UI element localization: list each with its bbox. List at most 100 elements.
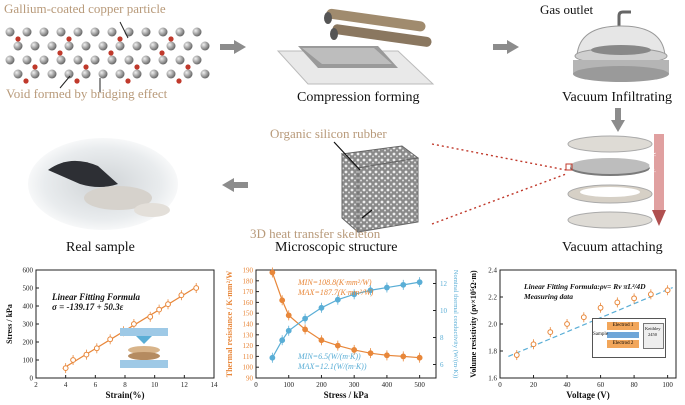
chartB-min-tc: MIN=6.5(W/(m·K)) <box>298 352 361 361</box>
process-arrow-4 <box>222 178 248 192</box>
lattice-particle <box>81 69 91 79</box>
gallium-bridge <box>15 36 21 42</box>
meter-label2: 2450 <box>648 332 657 337</box>
x-tick-label: 20 <box>530 381 538 389</box>
data-point <box>580 314 587 321</box>
data-point <box>302 326 308 333</box>
data-point <box>93 345 100 352</box>
x-tick-label: 6 <box>94 381 98 389</box>
lattice-particle <box>192 27 202 37</box>
x-tick-label: 8 <box>123 381 127 389</box>
y2-tick-label: 12 <box>440 280 448 288</box>
data-point <box>131 321 137 327</box>
y-tick-label: 130 <box>243 331 254 339</box>
x-tick-label: 40 <box>564 381 572 389</box>
y-tick-label: 300 <box>23 321 34 329</box>
data-point <box>416 279 423 286</box>
lattice-particle <box>22 55 32 65</box>
data-point <box>285 312 292 319</box>
gallium-bridge <box>108 50 114 56</box>
data-point <box>178 292 185 299</box>
lattice-particle <box>158 27 168 37</box>
lattice-particle <box>149 41 159 51</box>
y-axis-label: Stress / kPa <box>5 304 14 344</box>
data-point <box>367 350 374 357</box>
y-tick-label: 140 <box>243 321 254 329</box>
compression-caption: Compression forming <box>297 90 420 105</box>
lattice-particle <box>192 55 202 65</box>
lattice-particle <box>158 55 168 65</box>
chartB-max-tc: MAX=12.1(W/(m·K)) <box>298 362 367 371</box>
y-tick-label: 0 <box>30 375 34 383</box>
lattice-particle <box>73 55 83 65</box>
y-tick-label: 200 <box>23 339 34 347</box>
void-label: Void formed by bridging effect <box>6 86 168 101</box>
lattice-particle <box>166 41 176 51</box>
gallium-bridge <box>83 64 89 70</box>
data-point <box>269 269 276 276</box>
x-tick-label: 14 <box>211 381 219 389</box>
x-axis-label: Stress / kPa <box>324 390 369 400</box>
lattice-particle <box>141 55 151 65</box>
attaching-layers <box>565 134 666 229</box>
chartA-inset-line2: σ = -139.17 + 50.3ε <box>52 302 124 312</box>
lattice-particle <box>98 69 108 79</box>
gallium-bridge <box>125 78 131 84</box>
process-arrow-1 <box>220 40 246 54</box>
lattice-particle <box>175 55 185 65</box>
lattice-particle <box>22 27 32 37</box>
x-axis-label: Voltage (V) <box>566 390 609 400</box>
y-tick-label: 2.0 <box>488 321 497 329</box>
y-tick-label: 400 <box>23 303 34 311</box>
gallium-bridge <box>168 36 174 42</box>
chartB-min-tr: MIN=108.8(K·mm²/W) <box>298 278 372 287</box>
data-point <box>400 353 407 360</box>
data-point <box>547 329 554 335</box>
data-point <box>165 301 171 308</box>
y-tick-label: 150 <box>243 310 254 318</box>
infiltrating-caption: Vacuum Infiltrating <box>562 90 673 105</box>
lattice-particle <box>149 69 159 79</box>
data-point <box>416 354 423 361</box>
process-arrow-2 <box>493 40 519 54</box>
press-arrow <box>136 336 152 344</box>
gallium-bridge <box>117 36 123 42</box>
data-point <box>318 304 325 311</box>
y-tick-label: 2.2 <box>488 294 497 302</box>
lattice-particle <box>39 27 49 37</box>
real-sample-hand <box>48 160 170 217</box>
data-point <box>302 315 308 322</box>
lattice-particle <box>183 69 193 79</box>
lattice-particle <box>98 41 108 51</box>
lattice-particle <box>132 69 142 79</box>
lattice-particle <box>64 69 74 79</box>
particle-label: Gallium-coated copper particle <box>4 1 166 16</box>
data-point <box>285 327 292 334</box>
electrode-inset: Electrod 1 Electrod 2 Sample Keithley 24… <box>592 318 666 358</box>
data-point <box>83 351 90 358</box>
lattice-particle <box>124 55 134 65</box>
gallium-bridge <box>57 50 63 56</box>
chartB-max-tr: MAX=187.7(K·mm²/W) <box>298 288 374 297</box>
data-point <box>367 287 374 294</box>
y-tick-label: 180 <box>243 277 254 285</box>
gallium-bridge <box>32 64 38 70</box>
data-point <box>334 296 341 303</box>
data-point <box>384 352 390 359</box>
lattice-particle <box>183 41 193 51</box>
data-point <box>70 357 76 363</box>
y2-axis-label: Nominal thermal conductivity (W/(m·K)) <box>452 270 459 378</box>
y-axis-label: Thermal resistance / K·mm²/W <box>226 271 234 377</box>
lattice-particle <box>115 69 125 79</box>
data-point <box>351 291 358 298</box>
gallium-bridge <box>66 36 72 42</box>
x-tick-label: 400 <box>382 381 393 389</box>
data-point <box>147 313 154 320</box>
compression-illustration <box>276 8 435 85</box>
data-point <box>631 295 637 302</box>
chartC-legend-fit: Linear Fitting Formula:ρv= Rv πL²/4D <box>524 282 646 291</box>
y2-tick-label: 10 <box>440 307 448 315</box>
lattice-particle <box>73 27 83 37</box>
